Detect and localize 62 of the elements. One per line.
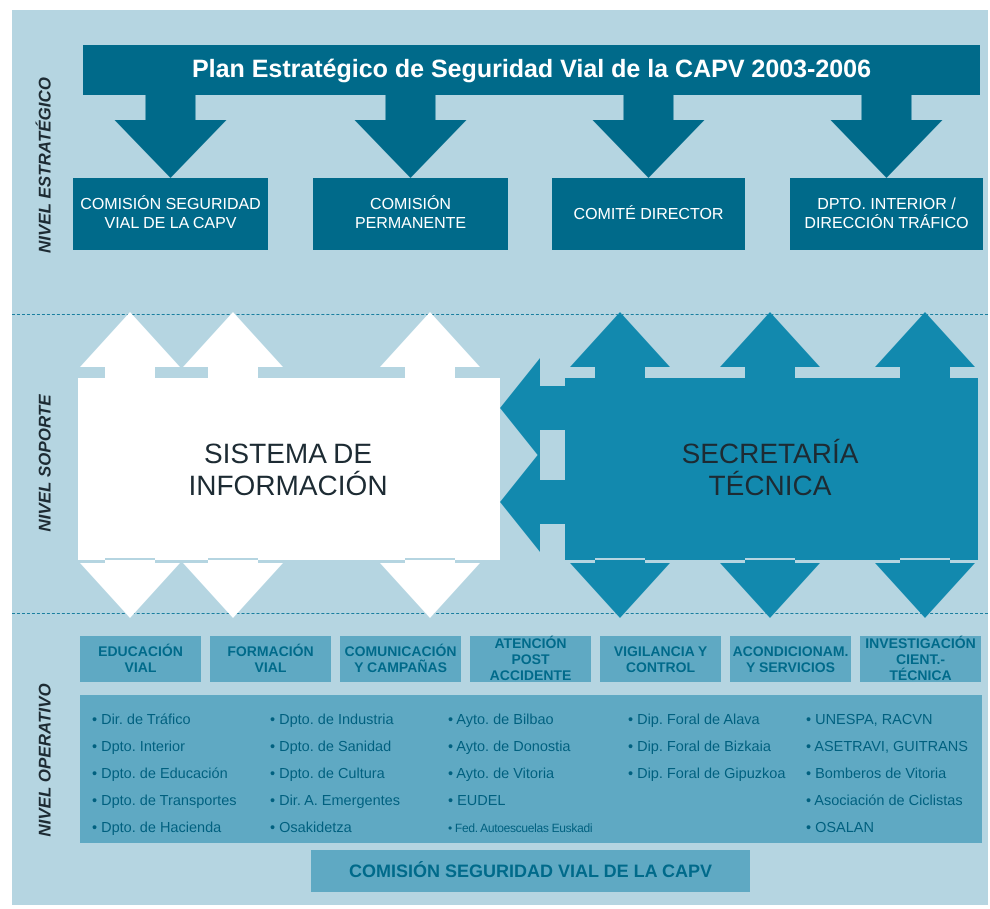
- list-item: • Dpto. de Industria: [270, 711, 395, 730]
- process-box: [313, 178, 508, 250]
- category-box: [340, 636, 461, 682]
- process-box: [552, 178, 745, 250]
- list-item: • Dir. de Tráfico: [92, 711, 192, 730]
- block-arrow: [114, 94, 226, 178]
- block-arrow-shape: [565, 312, 980, 618]
- block-arrow-shape: [78, 312, 500, 618]
- list-item: • Bomberos de Vitoria: [806, 765, 948, 784]
- list-item: • Dpto. de Cultura: [270, 765, 386, 784]
- box-label: COMISIÓN SEGURIDAD VIAL DE LA CAPV: [79, 195, 262, 233]
- list-item: • Dpto. de Sanidad: [270, 738, 392, 757]
- shape-label: SECRETARÍA TÉCNICA: [680, 438, 860, 502]
- box-label: ACONDICIONAM. Y SERVICIOS: [732, 643, 848, 675]
- list-item: • Fed. Autoescuelas Euskadi: [448, 820, 592, 837]
- list-panel: [80, 695, 982, 843]
- list-item: • Dpto. de Hacienda: [92, 819, 222, 838]
- banner-title: Plan Estratégico de Seguridad Vial de la CAPV 2003-2006: [192, 54, 871, 86]
- list-item: • Dip. Foral de Gipuzkoa: [628, 765, 786, 784]
- list-item: • Dpto. Interior: [92, 738, 186, 757]
- box-label: EDUCACIÓN VIAL: [97, 643, 184, 675]
- list-item: • OSALAN: [806, 819, 875, 838]
- title-banner: [83, 45, 980, 95]
- footer-box: [311, 850, 750, 892]
- category-box: [470, 636, 591, 682]
- box-label: COMUNICACIÓN Y CAMPAÑAS: [344, 643, 456, 675]
- category-box: [210, 636, 331, 682]
- list-item: • Dip. Foral de Alava: [628, 711, 761, 730]
- box-label: DPTO. INTERIOR / DIRECCIÓN TRÁFICO: [803, 195, 970, 233]
- level-label: NIVEL OPERATIVO: [34, 683, 56, 837]
- box-label: COMISIÓN SEGURIDAD VIAL DE LA CAPV: [348, 860, 712, 882]
- list-item: • Dip. Foral de Bizkaia: [628, 738, 772, 757]
- box-label: INVESTIGACIÓN CIENT.-TÉCNICA: [865, 635, 976, 683]
- list-item: • ASETRAVI, GUITRANS: [806, 738, 968, 757]
- block-arrow: [354, 94, 466, 178]
- category-box: [600, 636, 721, 682]
- shape-label: SISTEMA DE INFORMACIÓN: [187, 438, 389, 502]
- level-label: NIVEL ESTRATÉGICO: [34, 77, 56, 253]
- block-arrow: [500, 452, 565, 552]
- list-item: • EUDEL: [448, 792, 506, 811]
- list-item: • Dir. A. Emergentes: [270, 792, 400, 811]
- list-item: • Ayto. de Donostia: [448, 738, 572, 757]
- category-box: [730, 636, 851, 682]
- box-label: ATENCIÓN POST ACCIDENTE: [488, 635, 572, 683]
- level-label: NIVEL SOPORTE: [34, 394, 56, 532]
- box-label: COMISIÓN PERMANENTE: [354, 195, 468, 233]
- box-label: VIGILANCIA Y CONTROL: [612, 643, 708, 675]
- block-arrow: [830, 94, 942, 178]
- list-item: • Dpto. de Educación: [92, 765, 229, 784]
- list-item: • Asociación de Ciclistas: [806, 792, 964, 811]
- list-item: • Dpto. de Transportes: [92, 792, 237, 811]
- list-item: • UNESPA, RACVN: [806, 711, 934, 730]
- list-item: • Osakidetza: [270, 819, 353, 838]
- block-arrow: [592, 94, 704, 178]
- box-label: FORMACIÓN VIAL: [226, 643, 315, 675]
- process-box: [73, 178, 268, 250]
- box-label: COMITÉ DIRECTOR: [574, 204, 724, 224]
- list-item: • Ayto. de Bilbao: [448, 711, 555, 730]
- category-box: [80, 636, 201, 682]
- block-arrow: [500, 358, 565, 458]
- process-box: [790, 178, 983, 250]
- list-item: • Ayto. de Vitoria: [448, 765, 556, 784]
